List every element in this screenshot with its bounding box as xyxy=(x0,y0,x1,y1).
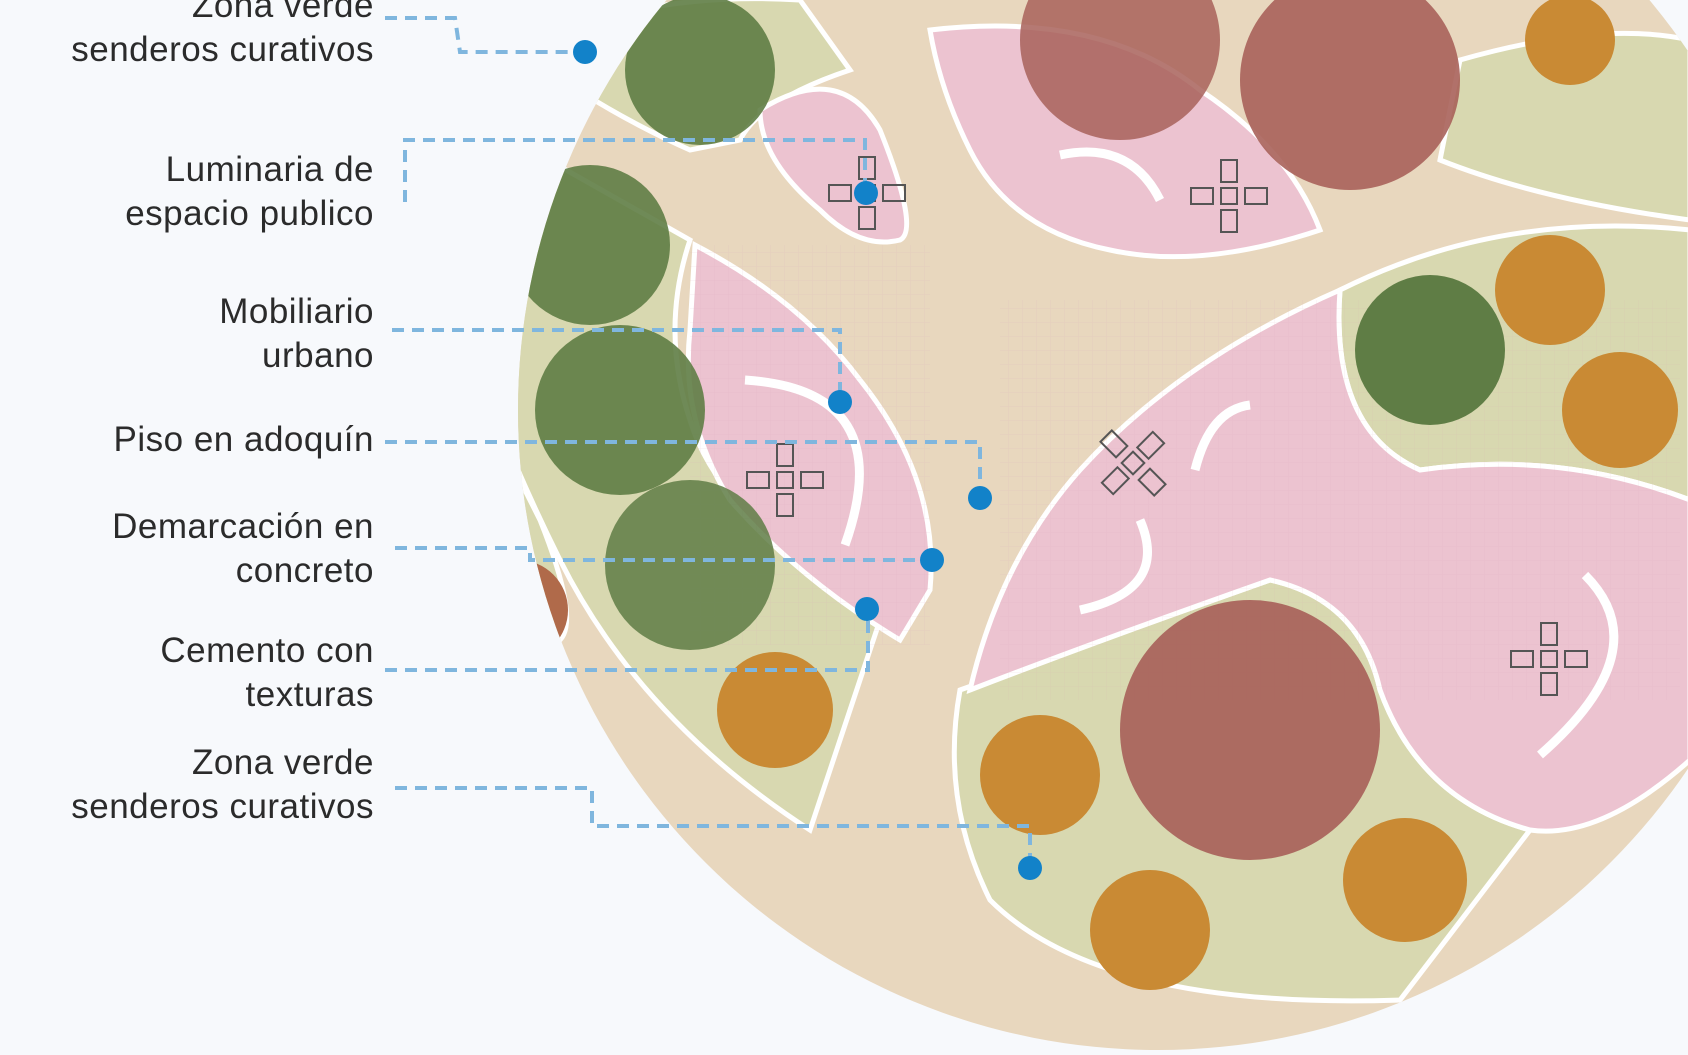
bench-icon xyxy=(1099,429,1167,497)
paving-grid-large xyxy=(1000,300,1680,700)
marker-dot xyxy=(855,597,879,621)
label-demarcacion: Demarcación en concreto xyxy=(112,505,374,593)
markers xyxy=(573,40,1042,880)
marker-dot xyxy=(828,390,852,414)
marker-dot xyxy=(573,40,597,64)
label-zona-verde-top: Zona verde senderos curativos xyxy=(71,0,374,72)
label-adoquin: Piso en adoquín xyxy=(114,418,374,462)
bench-icon xyxy=(1190,159,1268,233)
arc-top xyxy=(1059,147,1165,203)
label-line: Demarcación en xyxy=(112,507,374,546)
leader-lines xyxy=(385,16,1032,866)
label-line: senderos curativos xyxy=(71,787,374,826)
marker-dot xyxy=(854,181,878,205)
marker-dot xyxy=(920,548,944,572)
label-mobiliario: Mobiliario urbano xyxy=(219,290,374,378)
marker-dot xyxy=(968,486,992,510)
plan-circle xyxy=(518,0,1688,1050)
arc-right-3 xyxy=(1537,571,1619,759)
label-zona-verde-bottom: Zona verde senderos curativos xyxy=(71,741,374,829)
label-line: Piso en adoquín xyxy=(113,420,374,459)
bench-icon xyxy=(1510,622,1588,696)
marker-dot xyxy=(1018,856,1042,880)
arc-right-2 xyxy=(1079,518,1152,615)
label-line: concreto xyxy=(235,551,374,590)
arc-center xyxy=(744,375,864,547)
arc-right-1 xyxy=(1190,400,1251,472)
label-line: urbano xyxy=(262,336,374,375)
label-line: Mobiliario xyxy=(219,292,374,331)
label-line: Zona verde xyxy=(191,743,374,782)
label-luminaria: Luminaria de espacio publico xyxy=(125,148,374,236)
label-line: texturas xyxy=(245,675,374,714)
label-line: senderos curativos xyxy=(71,30,374,69)
label-line: Zona verde xyxy=(191,0,374,25)
label-line: Cemento con xyxy=(160,631,374,670)
label-cemento: Cemento con texturas xyxy=(160,629,374,717)
label-line: espacio publico xyxy=(125,194,374,233)
trees xyxy=(518,0,1678,990)
label-line: Luminaria de xyxy=(165,150,374,189)
